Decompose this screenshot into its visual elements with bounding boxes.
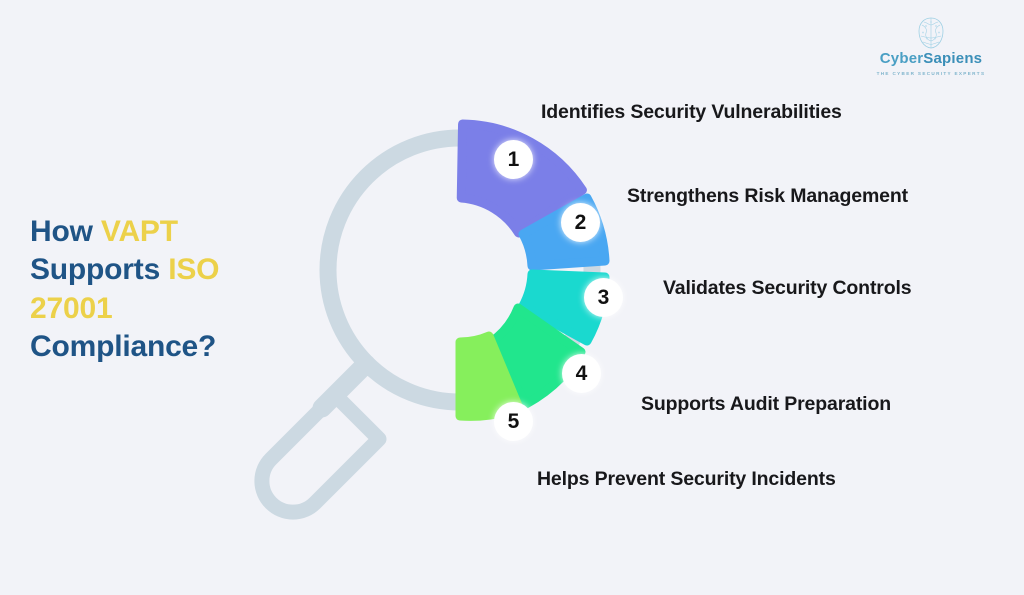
step-number-5: 5	[507, 409, 520, 433]
step-badge-2: 2	[561, 203, 600, 242]
logo-word-primary: Cyber	[879, 50, 924, 67]
step-number-2: 2	[574, 210, 587, 234]
vapt-donut-graphic: 1 2 3 4 5	[225, 85, 695, 555]
logo-word-secondary: Sapiens	[923, 50, 983, 67]
donut-chart-svg	[254, 119, 610, 520]
title-part-compliance: Compliance?	[30, 330, 217, 364]
step-badge-5: 5	[494, 402, 533, 441]
donut-segments	[455, 119, 610, 421]
step-label-1: Identifies Security Vulnerabilities	[541, 101, 842, 123]
step-number-4: 4	[575, 361, 588, 385]
donut-segment-1[interactable]	[456, 119, 587, 238]
title-part-how: How	[30, 215, 101, 248]
step-number-1: 1	[507, 147, 520, 171]
step-label-4: Supports Audit Preparation	[641, 393, 891, 415]
brain-circuit-icon	[918, 17, 944, 49]
page-title: How VAPT Supports ISO 27001 Compliance?	[30, 213, 330, 367]
step-label-5: Helps Prevent Security Incidents	[537, 468, 836, 490]
title-part-iso: ISO	[168, 253, 220, 287]
step-badge-4: 4	[562, 354, 601, 393]
title-part-27001: 27001	[30, 291, 113, 325]
step-badge-1: 1	[494, 140, 533, 179]
step-label-2: Strengthens Risk Management	[627, 185, 908, 207]
brand-logo: CyberSapiens THE CYBER SECURITY EXPERTS	[856, 16, 1006, 76]
step-badge-3: 3	[584, 278, 623, 317]
step-label-3: Validates Security Controls	[663, 277, 912, 299]
logo-tagline: THE CYBER SECURITY EXPERTS	[876, 70, 986, 76]
logo-wordmark: CyberSapiens	[879, 50, 983, 68]
title-part-vapt: VAPT	[100, 215, 178, 248]
title-part-supports: Supports	[30, 253, 169, 287]
step-number-3: 3	[597, 285, 610, 309]
